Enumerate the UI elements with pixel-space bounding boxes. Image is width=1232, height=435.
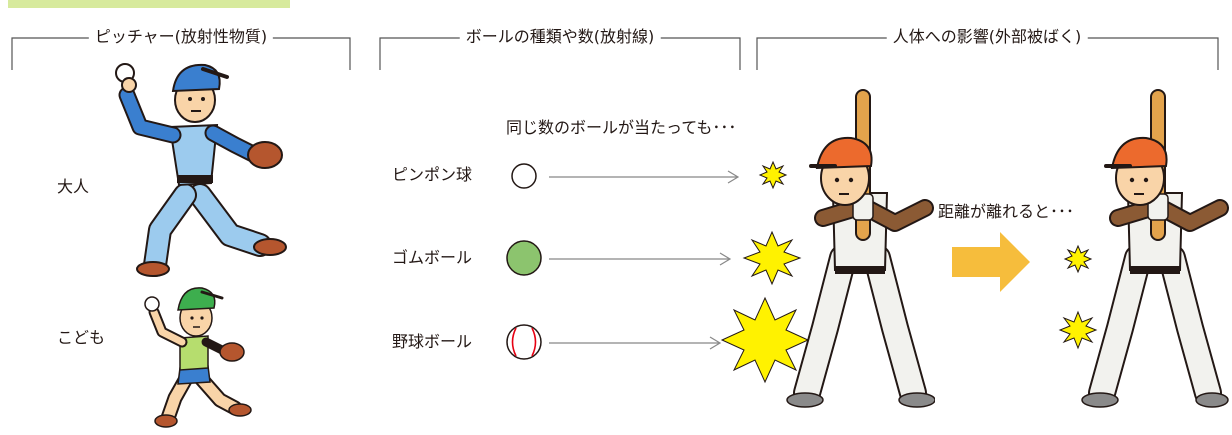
big-arrow-icon <box>952 232 1030 292</box>
batter-far <box>1081 89 1229 408</box>
distant-star-2 <box>1058 310 1098 350</box>
baseball-icon <box>506 324 542 360</box>
impact-star-medium <box>742 230 802 286</box>
distant-star-1 <box>1063 244 1093 274</box>
ball-label-baseball: 野球ボール <box>392 332 473 351</box>
adult-pitcher <box>115 63 287 277</box>
header-pitcher: ピッチャー(放射性物質) <box>88 28 274 46</box>
impact-star-small <box>758 160 788 190</box>
impact-star-large <box>720 296 810 384</box>
batter-near <box>786 89 935 408</box>
pingpong-ball-icon <box>511 163 537 189</box>
header-body-effect: 人体への影響(外部被ばく) <box>886 28 1088 46</box>
ball-label-rubber: ゴムボール <box>392 248 473 267</box>
accent-bar <box>8 0 290 8</box>
caption-distance: 距離が離れると･･･ <box>938 202 1075 221</box>
child-pitcher <box>144 287 252 428</box>
ball-arrows <box>549 170 740 350</box>
label-adult: 大人 <box>57 177 90 196</box>
header-ball-types: ボールの種類や数(放射線) <box>459 28 661 46</box>
ball-label-pingpong: ピンポン球 <box>392 165 473 184</box>
caption-same-balls: 同じ数のボールが当たっても･･･ <box>506 118 737 137</box>
rubber-ball-icon <box>506 240 542 276</box>
label-child: こども <box>57 328 106 347</box>
